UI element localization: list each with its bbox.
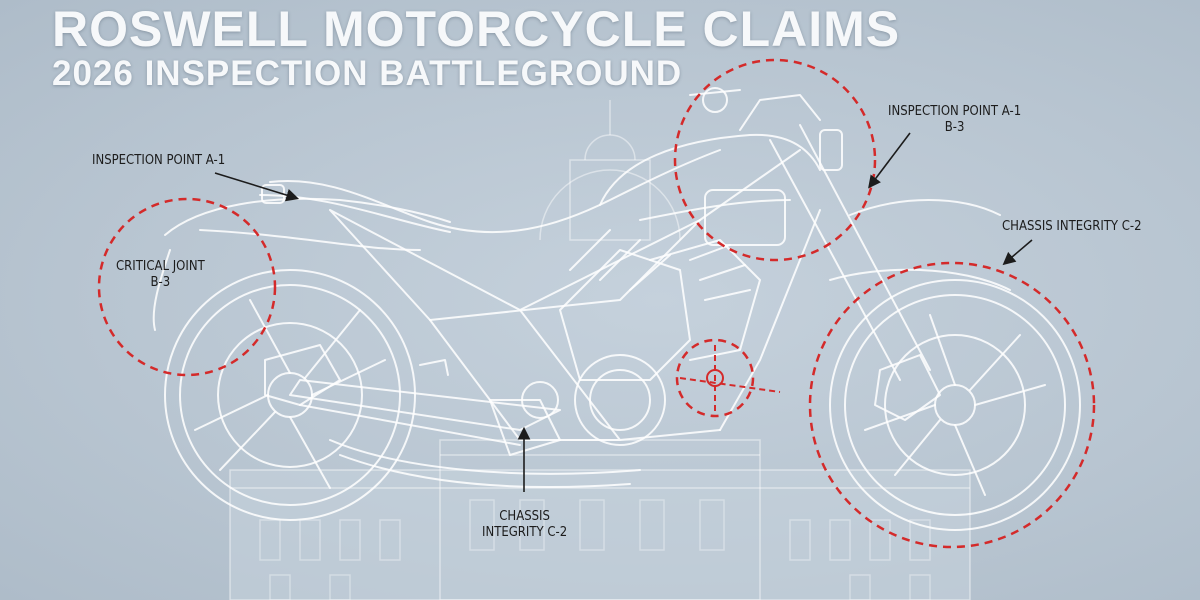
callout-line: INTEGRITY C-2 <box>482 525 568 540</box>
inspection-highlights <box>97 58 1096 549</box>
arrow-chassis-right <box>1002 239 1033 266</box>
callout-arrows <box>214 132 1033 492</box>
callout-line: CHASSIS <box>499 509 550 524</box>
callout-line: B-3 <box>150 275 171 290</box>
arrow-inspection-a1-right <box>868 132 911 189</box>
engine-block <box>489 229 761 456</box>
capitol-building-illustration <box>229 100 971 600</box>
critical-joint-circle <box>97 197 277 377</box>
callout-line: INSPECTION POINT A-1 <box>888 104 1022 119</box>
callout-inspection-a1-left: INSPECTION POINT A-1 <box>92 153 225 169</box>
arrow-inspection-a1-left <box>214 172 300 202</box>
callout-line: INSPECTION POINT A-1 <box>92 153 226 168</box>
callout-chassis-bottom: CHASSIS INTEGRITY C-2 <box>482 509 567 541</box>
callout-line: CHASSIS INTEGRITY C-2 <box>1002 219 1142 234</box>
callout-inspection-a1-right: INSPECTION POINT A-1 B-3 <box>888 104 1021 136</box>
callout-critical-joint: CRITICAL JOINT B-3 <box>116 259 205 291</box>
callout-line: B-3 <box>944 120 965 135</box>
callout-line: CRITICAL JOINT <box>116 259 205 274</box>
motorcycle-outline <box>152 87 1081 531</box>
front-wheel <box>829 279 1081 531</box>
front-wheel-inspection-circle <box>808 261 1096 549</box>
engine-crosshair <box>679 345 781 415</box>
handlebar-inspection-circle <box>673 58 877 262</box>
engine-joint-circle <box>675 338 755 418</box>
page-title: ROSWELL MOTORCYCLE CLAIMS <box>52 1 901 57</box>
callout-chassis-right: CHASSIS INTEGRITY C-2 <box>1002 219 1142 235</box>
page-subtitle: 2026 INSPECTION BATTLEGROUND <box>52 54 683 93</box>
rear-wheel <box>164 269 416 521</box>
